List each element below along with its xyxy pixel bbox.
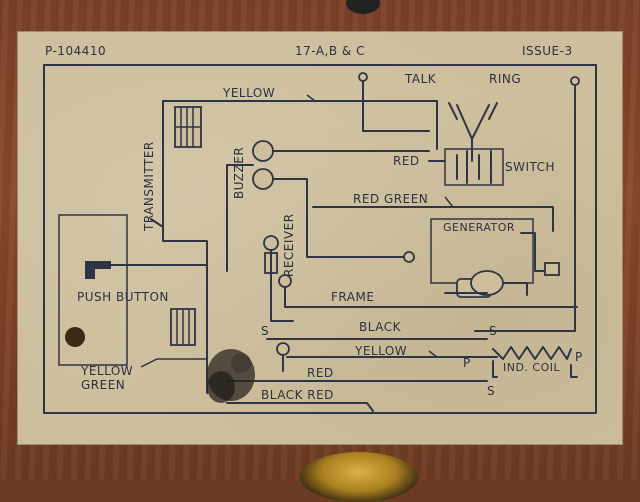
ring-terminal-icon bbox=[570, 76, 580, 86]
generator-label: GENERATOR bbox=[443, 221, 515, 234]
yellow-green-pointer bbox=[140, 358, 207, 368]
receiver-label: RECEIVER bbox=[282, 213, 296, 277]
push-button-grid bbox=[176, 309, 190, 345]
buzzer-coil-upper-icon bbox=[252, 140, 274, 162]
frame-wire bbox=[284, 286, 578, 308]
model-number: 17-A,B & C bbox=[295, 44, 365, 58]
red-green-arrow bbox=[444, 196, 454, 208]
red-wire-label: RED bbox=[393, 154, 420, 168]
generator-handle-icon bbox=[544, 262, 560, 276]
receiver-top-terminal-icon bbox=[263, 235, 279, 251]
ring-label: RING bbox=[489, 72, 521, 86]
transmitter-label: TRANSMITTER bbox=[142, 141, 156, 232]
buzzer-coil-lower-icon bbox=[252, 168, 274, 190]
yellow-green-label-2: GREEN bbox=[81, 378, 125, 392]
red-green-wire bbox=[312, 206, 554, 232]
ink-stain bbox=[207, 349, 255, 403]
talk-wire bbox=[362, 80, 430, 132]
push-button-label: PUSH BUTTON bbox=[77, 290, 169, 304]
part-number: P-104410 bbox=[45, 44, 106, 58]
switch-frame bbox=[444, 148, 504, 186]
push-button-frame bbox=[58, 214, 128, 366]
ring-wire bbox=[474, 84, 576, 332]
switch-label: SWITCH bbox=[505, 160, 555, 174]
generator-wiring bbox=[444, 282, 528, 296]
red-green-label: RED GREEN bbox=[353, 192, 428, 206]
transmitter-lead bbox=[150, 218, 208, 262]
buzzer-wire-left bbox=[226, 164, 254, 272]
frame-label: FRAME bbox=[331, 290, 374, 304]
wiring-diagram-card: P-104410 17-A,B & C ISSUE-3 TALK RING SW… bbox=[17, 31, 623, 445]
p-left-label: P bbox=[463, 356, 471, 370]
push-button-icon bbox=[85, 261, 111, 279]
yellow-green-label-1: YELLOW bbox=[80, 364, 133, 378]
issue-number: ISSUE-3 bbox=[522, 44, 573, 58]
mounting-hole-icon bbox=[65, 327, 85, 347]
talk-label: TALK bbox=[404, 72, 437, 86]
receiver-wire bbox=[270, 249, 294, 322]
generator-terminal-icon bbox=[403, 251, 415, 263]
screw-head bbox=[346, 0, 380, 14]
s-terminal-icon bbox=[276, 342, 290, 356]
hook-switch-icon bbox=[456, 104, 490, 140]
brass-knob bbox=[300, 452, 418, 502]
buzzer-label: BUZZER bbox=[232, 147, 246, 199]
black-red-label: BLACK RED bbox=[261, 388, 334, 402]
s-upper-left-label: S bbox=[261, 324, 269, 338]
s-lower-label: S bbox=[487, 384, 495, 398]
yellow-top-label: YELLOW bbox=[222, 86, 275, 100]
receiver-terminal-icon bbox=[278, 274, 292, 288]
outer-circuit-border bbox=[43, 64, 597, 414]
generator-magnet-icon bbox=[470, 270, 504, 296]
transmitter-grid bbox=[175, 107, 201, 147]
ind-coil-zigzag-icon bbox=[492, 346, 572, 360]
buzzer-wire-lower bbox=[272, 178, 408, 258]
black-red-wire bbox=[226, 402, 374, 412]
yellow-mid-arrow bbox=[428, 350, 438, 358]
yellow-mid-label: YELLOW bbox=[354, 344, 407, 358]
ind-coil-leads bbox=[492, 360, 578, 378]
red-bottom-label: RED bbox=[307, 366, 334, 380]
generator-crank-icon bbox=[520, 232, 554, 272]
yellow-top-wire bbox=[162, 100, 438, 150]
wiring-diagram: P-104410 17-A,B & C ISSUE-3 TALK RING SW… bbox=[43, 44, 597, 414]
ind-coil-label: IND. COIL bbox=[503, 361, 561, 374]
hook-springs-icon bbox=[448, 102, 498, 120]
p-right-label: P bbox=[575, 350, 583, 364]
switch-contacts-icon bbox=[456, 150, 492, 184]
black-label: BLACK bbox=[359, 320, 402, 334]
s-upper-right-label: S bbox=[489, 324, 497, 338]
talk-terminal-icon bbox=[358, 72, 368, 82]
yellow-arrow bbox=[306, 94, 316, 102]
